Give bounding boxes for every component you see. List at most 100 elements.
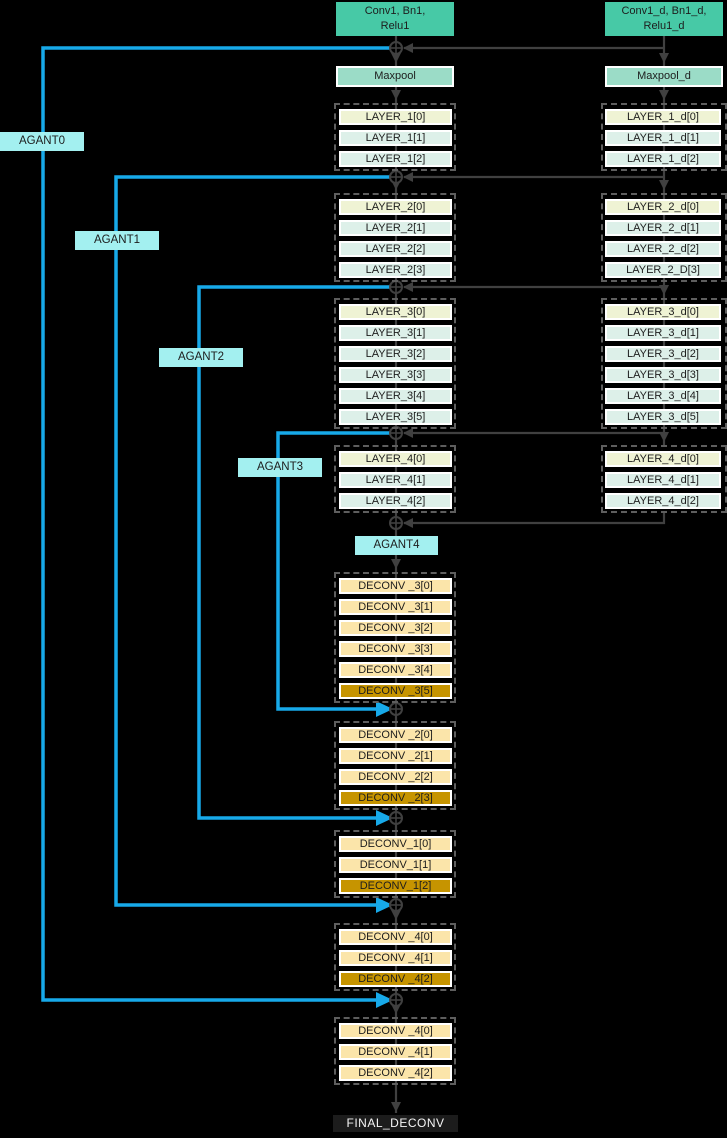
arrowhead-left bbox=[403, 172, 413, 182]
agant2-block: AGANT2 bbox=[159, 348, 243, 367]
layer_2_d-row-2: LAYER_2_d[2] bbox=[605, 241, 721, 257]
deconv_3-row-3: DECONV _3[3] bbox=[339, 641, 452, 657]
layer_3-row-3: LAYER_3[3] bbox=[339, 367, 452, 383]
arrowhead-down bbox=[391, 910, 401, 920]
layer_2_d-group bbox=[601, 193, 727, 282]
layer_3_d-row-1: LAYER_3_d[1] bbox=[605, 325, 721, 341]
layer_2-row-3: LAYER_2[3] bbox=[339, 262, 452, 278]
layer_1_d-row-0: LAYER_1_d[0] bbox=[605, 109, 721, 125]
conv1-label-line1: Conv1, Bn1, bbox=[364, 5, 426, 17]
conv1-d-label-line2: Relu1_d bbox=[643, 20, 685, 32]
deconv_3-group bbox=[334, 572, 456, 703]
layer_3_d-row-4: LAYER_3_d[4] bbox=[605, 388, 721, 404]
layer_2-row-2: LAYER_2[2] bbox=[339, 241, 452, 257]
layer_2-row-1: LAYER_2[1] bbox=[339, 220, 452, 236]
layer_4-row-1: LAYER_4[1] bbox=[339, 472, 452, 488]
layer_2_d-row-1: LAYER_2_d[1] bbox=[605, 220, 721, 236]
deconv_4-group bbox=[334, 923, 456, 991]
layer_3-row-5: LAYER_3[5] bbox=[339, 409, 452, 425]
layer_4_d-row-1: LAYER_4_d[1] bbox=[605, 472, 721, 488]
arrowhead-down bbox=[391, 1102, 401, 1112]
arrowhead-down bbox=[659, 285, 669, 295]
agant1-block: AGANT1 bbox=[75, 231, 159, 250]
deconv_3-row-2: DECONV _3[2] bbox=[339, 620, 452, 636]
layer_4_d-group bbox=[601, 445, 727, 513]
deconv_4_out-row-1: DECONV _4[1] bbox=[339, 1044, 452, 1060]
layer_1_d-row-1: LAYER_1_d[1] bbox=[605, 130, 721, 146]
conv1-d-bn1-d-relu1-d-block: Conv1_d, Bn1_d, Relu1_d bbox=[605, 2, 723, 36]
arrowhead-down bbox=[391, 559, 401, 569]
deconv_4_out-row-0: DECONV _4[0] bbox=[339, 1023, 452, 1039]
layer_2_d-row-3: LAYER_2_D[3] bbox=[605, 262, 721, 278]
agant0-block: AGANT0 bbox=[0, 132, 84, 151]
skip-arrowhead bbox=[376, 897, 393, 913]
layer_3-row-2: LAYER_3[2] bbox=[339, 346, 452, 362]
layer_4_d-row-0: LAYER_4_d[0] bbox=[605, 451, 721, 467]
layer_1_d-group bbox=[601, 103, 727, 171]
deconv_4-row-1: DECONV _4[1] bbox=[339, 950, 452, 966]
layer_3-group bbox=[334, 298, 456, 429]
arrowhead-down bbox=[659, 180, 669, 190]
layer_1-row-2: LAYER_1[2] bbox=[339, 151, 452, 167]
arrowhead-down bbox=[659, 90, 669, 100]
agant4-block: AGANT4 bbox=[355, 536, 438, 555]
arrowhead-down bbox=[391, 53, 401, 63]
layer_3_d-row-0: LAYER_3_d[0] bbox=[605, 304, 721, 320]
layer_1-row-0: LAYER_1[0] bbox=[339, 109, 452, 125]
deconv_4_out-group bbox=[334, 1017, 456, 1085]
layer_2-row-0: LAYER_2[0] bbox=[339, 199, 452, 215]
skip-arrowhead bbox=[376, 992, 393, 1008]
maxpool-d-block: Maxpool_d bbox=[605, 66, 723, 87]
deconv_4_out-row-2: DECONV _4[2] bbox=[339, 1065, 452, 1081]
conv1-bn1-relu1-block: Conv1, Bn1, Relu1 bbox=[336, 2, 454, 36]
deconv_2-row-0: DECONV _2[0] bbox=[339, 727, 452, 743]
branch-wire bbox=[404, 513, 666, 525]
skip-connection-agant1 bbox=[114, 175, 390, 907]
arrowhead-down bbox=[391, 90, 401, 100]
skip-arrowhead bbox=[376, 810, 393, 826]
deconv_3-row-0: DECONV _3[0] bbox=[339, 578, 452, 594]
deconv_1-row-2: DECONV_1[2] bbox=[339, 878, 452, 894]
layer_4-row-2: LAYER_4[2] bbox=[339, 493, 452, 509]
conv1-label-line2: Relu1 bbox=[380, 20, 410, 32]
layer_1-group bbox=[334, 103, 456, 171]
maxpool-block: Maxpool bbox=[336, 66, 454, 87]
layer_3_d-row-3: LAYER_3_d[3] bbox=[605, 367, 721, 383]
deconv_4-row-0: DECONV _4[0] bbox=[339, 929, 452, 945]
layer_4-group bbox=[334, 445, 456, 513]
arrowhead-left bbox=[403, 43, 413, 53]
layer_4_d-row-2: LAYER_4_d[2] bbox=[605, 493, 721, 509]
deconv_2-row-2: DECONV _2[2] bbox=[339, 769, 452, 785]
arrowhead-down bbox=[659, 432, 669, 442]
final-deconv-block: FINAL_DECONV bbox=[333, 1115, 458, 1132]
deconv_1-row-1: DECONV_1[1] bbox=[339, 857, 452, 873]
arrowhead-left bbox=[403, 282, 413, 292]
deconv_3-row-4: DECONV _3[4] bbox=[339, 662, 452, 678]
conv1-d-label-line1: Conv1_d, Bn1_d, bbox=[621, 5, 707, 17]
arrowhead-left bbox=[403, 428, 413, 438]
deconv_3-row-5: DECONV _3[5] bbox=[339, 683, 452, 699]
layer_4-row-0: LAYER_4[0] bbox=[339, 451, 452, 467]
deconv_2-row-3: DECONV _2[3] bbox=[339, 790, 452, 806]
layer_3-row-4: LAYER_3[4] bbox=[339, 388, 452, 404]
deconv_4-row-2: DECONV _4[2] bbox=[339, 971, 452, 987]
layer_3_d-row-2: LAYER_3_d[2] bbox=[605, 346, 721, 362]
layer_2_d-row-0: LAYER_2_d[0] bbox=[605, 199, 721, 215]
arrowhead-down bbox=[659, 53, 669, 63]
layer_2-group bbox=[334, 193, 456, 282]
layer_3-row-0: LAYER_3[0] bbox=[339, 304, 452, 320]
skip-arrowhead bbox=[376, 701, 393, 717]
layer_3_d-group bbox=[601, 298, 727, 429]
skip-connection-agant0 bbox=[41, 46, 390, 1002]
agant3-block: AGANT3 bbox=[238, 458, 322, 477]
deconv_2-group bbox=[334, 721, 456, 810]
deconv_1-group bbox=[334, 830, 456, 898]
layer_1-row-1: LAYER_1[1] bbox=[339, 130, 452, 146]
deconv_1-row-0: DECONV_1[0] bbox=[339, 836, 452, 852]
skip-connection-agant2 bbox=[197, 285, 390, 820]
arrowhead-left bbox=[403, 518, 413, 528]
deconv_2-row-1: DECONV _2[1] bbox=[339, 748, 452, 764]
layer_3-row-1: LAYER_3[1] bbox=[339, 325, 452, 341]
